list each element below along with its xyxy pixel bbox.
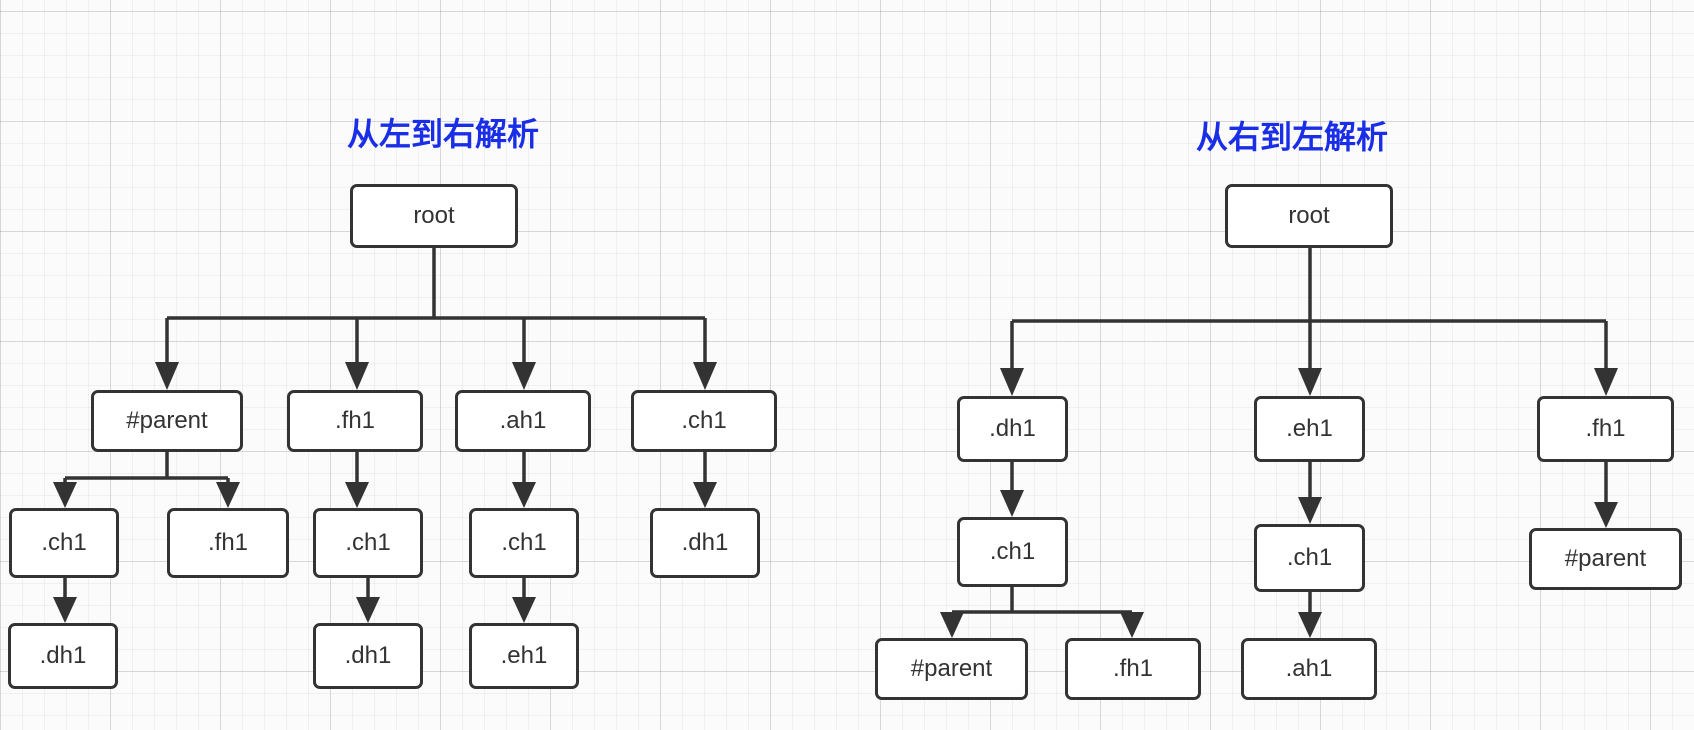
- arrowhead: [1298, 612, 1322, 638]
- left-root-node: root: [350, 184, 518, 248]
- right-tree-title: 从右到左解析: [1195, 118, 1389, 156]
- left-ah1-node: .ah1: [455, 390, 591, 452]
- left-fh1-ch1-node: .ch1: [313, 508, 423, 578]
- left-parent-node: #parent: [91, 390, 243, 452]
- right-eh1-ch1-node: .ch1: [1254, 524, 1365, 592]
- arrowhead: [1120, 612, 1144, 638]
- right-dh1-ch1-node: .ch1: [957, 517, 1068, 587]
- right-root-node: root: [1225, 184, 1393, 248]
- left-ah1-ch1-eh1-node: .eh1: [469, 623, 579, 689]
- left-ch1-node: .ch1: [631, 390, 777, 452]
- arrowhead: [53, 482, 77, 508]
- left-fh1-node: .fh1: [287, 390, 423, 452]
- right-dh1-ch1-parent-node: #parent: [875, 638, 1028, 700]
- arrowhead: [1000, 368, 1024, 396]
- right-dh1-node: .dh1: [957, 396, 1068, 462]
- left-ch1-dh1-node: .dh1: [650, 508, 760, 578]
- right-fh1-parent-node: #parent: [1529, 528, 1682, 590]
- arrowhead: [940, 612, 964, 638]
- arrowhead: [1594, 368, 1618, 396]
- arrowhead: [693, 482, 717, 508]
- left-parent-fh1-node: .fh1: [167, 508, 289, 578]
- arrowhead: [53, 597, 77, 623]
- arrowhead: [1594, 502, 1618, 528]
- arrowhead: [216, 482, 240, 508]
- right-dh1-ch1-fh1-node: .fh1: [1065, 638, 1201, 700]
- left-ah1-ch1-node: .ch1: [469, 508, 579, 578]
- right-eh1-ch1-ah1-node: .ah1: [1241, 638, 1377, 700]
- left-fh1-ch1-dh1-node: .dh1: [313, 623, 423, 689]
- arrowhead: [155, 362, 179, 390]
- right-eh1-node: .eh1: [1254, 396, 1365, 462]
- arrowhead: [512, 482, 536, 508]
- arrowhead: [693, 362, 717, 390]
- left-tree-title: 从左到右解析: [346, 115, 540, 153]
- arrowhead: [345, 482, 369, 508]
- arrowhead: [1298, 368, 1322, 396]
- arrowhead: [512, 597, 536, 623]
- left-parent-ch1-dh1-node: .dh1: [8, 623, 118, 689]
- arrowhead: [356, 597, 380, 623]
- arrowhead: [1000, 490, 1024, 517]
- arrowhead: [345, 362, 369, 390]
- arrowhead: [512, 362, 536, 390]
- right-fh1-node: .fh1: [1537, 396, 1674, 462]
- left-parent-ch1-node: .ch1: [9, 508, 119, 578]
- arrowhead: [1298, 497, 1322, 524]
